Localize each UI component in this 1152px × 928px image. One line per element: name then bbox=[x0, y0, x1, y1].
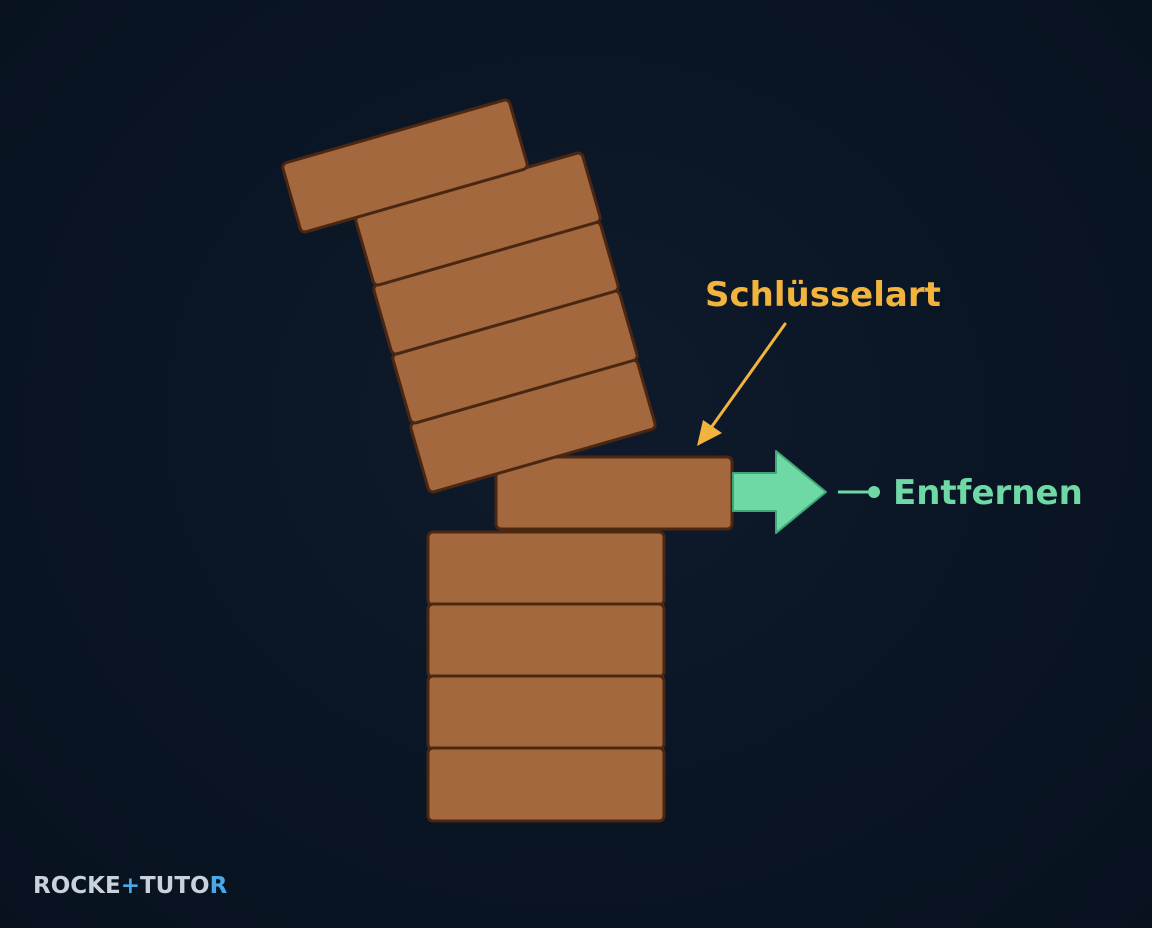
dot-connector-icon bbox=[838, 486, 880, 498]
brand-logo: ROCKE+TUTOR bbox=[33, 873, 228, 899]
plus-icon: + bbox=[121, 873, 140, 899]
lower-stack bbox=[426, 530, 666, 823]
lower-block-4 bbox=[426, 746, 666, 823]
lower-block-1 bbox=[426, 530, 666, 607]
logo-part-1: ROCKE bbox=[33, 873, 121, 899]
key-type-label: Schlüsselart bbox=[705, 275, 941, 315]
pointer-arrow bbox=[697, 322, 787, 446]
right-arrow-icon bbox=[732, 450, 827, 534]
lower-block-3 bbox=[426, 674, 666, 751]
logo-part-3: R bbox=[210, 873, 228, 899]
tilted-upper-stack bbox=[281, 98, 657, 494]
remove-label: Entfernen bbox=[893, 473, 1083, 513]
lower-block-2 bbox=[426, 602, 666, 679]
tilted-block-1 bbox=[281, 98, 529, 234]
logo-part-2: TUTO bbox=[140, 873, 210, 899]
extracted-block bbox=[494, 455, 734, 531]
